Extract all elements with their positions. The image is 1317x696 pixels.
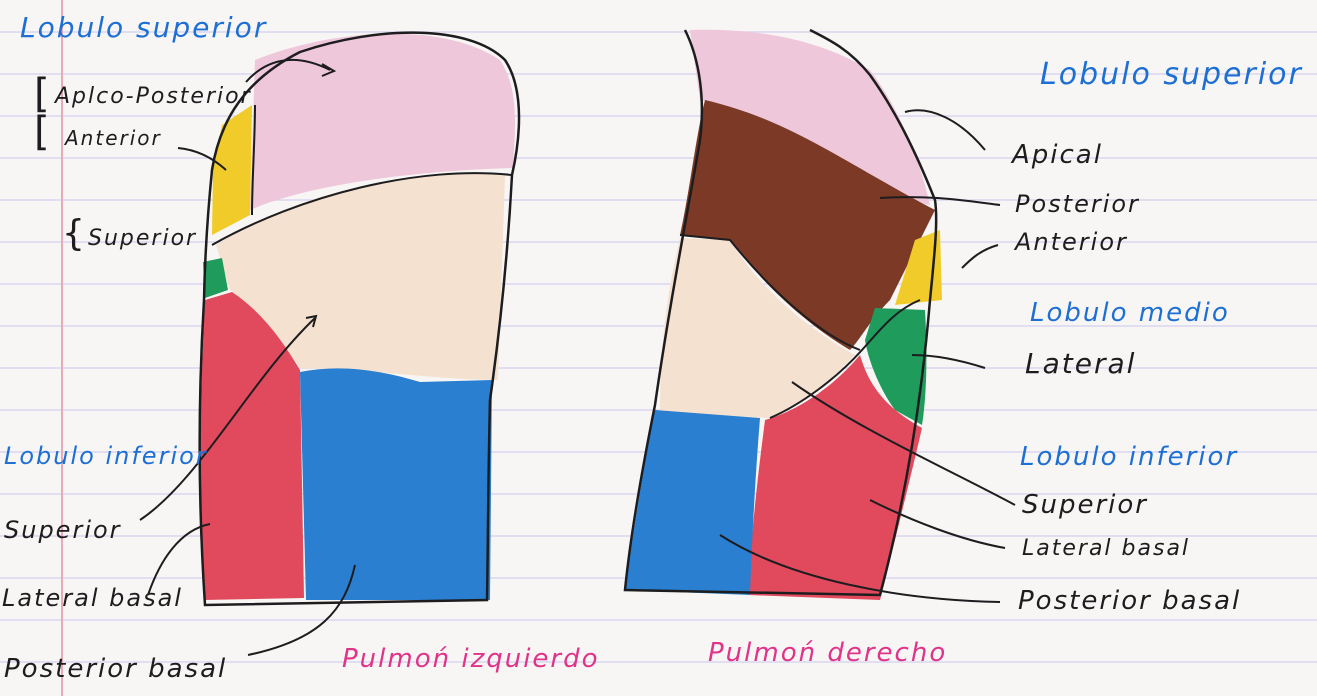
right-anterior-label: Anterior [1015,230,1128,254]
left-posterior-basal-label: Posterior basal [4,656,227,682]
right-posterior-basal-label: Posterior basal [1018,588,1241,614]
left-lingula-superior-label: Superior [88,228,197,250]
right-lateral-label: Lateral [1025,350,1136,378]
left-bracket-lingula: { [62,216,87,252]
left-posterior-basal-segment [300,368,492,600]
left-lung-drawing [200,33,519,605]
right-lobe-middle-heading: Lobulo medio [1030,300,1230,326]
leader-anterior-right [962,245,998,268]
right-posterior-basal-segment [625,410,760,595]
left-superior-label: Superior [4,518,122,542]
left-lung-caption: Pulmoń izquierdo [342,646,600,672]
left-lobe-superior-heading: Lobulo superior [20,14,267,42]
right-lobe-superior-heading: Lobulo superior [1040,60,1303,90]
right-lung-caption: Pulmoń derecho [708,640,947,666]
right-posterior-label: Posterior [1015,192,1140,216]
left-anterior-segment [212,105,252,235]
right-lateral-basal-label: Lateral basal [1022,538,1190,560]
left-bracket-lower: [ [34,112,52,152]
right-apical-label: Apical [1012,142,1103,168]
left-apico-posterior-label: Aplco-Posterior [55,86,252,108]
left-lobe-inferior-heading: Lobulo inferior [4,444,208,468]
left-bracket-upper: [ [34,74,52,114]
left-lateral-basal-label: Lateral basal [2,586,183,610]
left-anterior-label: Anterior [65,128,162,148]
right-superior-label: Superior [1022,492,1148,518]
right-lobe-inferior-heading: Lobulo inferior [1020,444,1238,470]
